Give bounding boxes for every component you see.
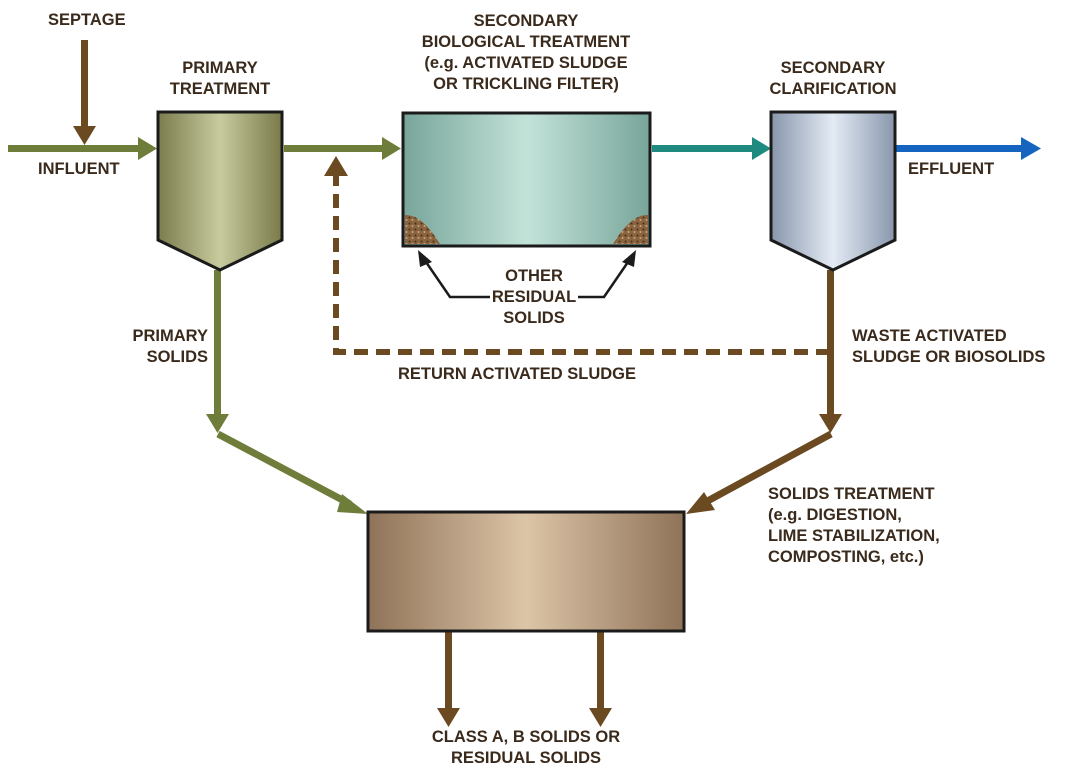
waste-activated-sludge-arrow: [686, 270, 842, 514]
septage-arrow: [73, 40, 96, 145]
residual-solids-pointer-left: [418, 250, 490, 299]
class-solids-arrow-right: [589, 632, 612, 727]
effluent-arrow: [895, 137, 1041, 160]
effluent-label: EFFLUENT: [908, 160, 995, 178]
secondary-clarification-label: SECONDARY CLARIFICATION: [769, 59, 897, 98]
primary-to-bio-arrow: [284, 137, 401, 160]
solids-treatment-label: SOLIDS TREATMENT (e.g. DIGESTION, LIME S…: [768, 485, 940, 566]
primary-treatment-tank: [156, 110, 284, 272]
septage-label: SEPTAGE: [48, 11, 126, 29]
secondary-biological-tank: [401, 111, 652, 248]
influent-arrow: [8, 137, 157, 160]
primary-solids-arrow: [206, 270, 368, 514]
return-activated-sludge-line: [324, 156, 830, 355]
waste-activated-sludge-label: WASTE ACTIVATED SLUDGE OR BIOSOLIDS: [852, 327, 1046, 366]
secondary-biological-label: SECONDARY BIOLOGICAL TREATMENT (e.g. ACT…: [421, 12, 631, 93]
class-solids-label: CLASS A, B SOLIDS OR RESIDUAL SOLIDS: [431, 728, 621, 767]
solids-treatment-tank: [366, 510, 686, 633]
sludge-deposit-left: [405, 214, 440, 244]
influent-label: INFLUENT: [38, 160, 120, 178]
other-residual-solids-label: OTHER RESIDUAL SOLIDS: [491, 267, 577, 327]
secondary-clarifier-tank: [769, 110, 897, 272]
return-activated-sludge-label: RETURN ACTIVATED SLUDGE: [398, 365, 637, 383]
bio-to-clarifier-arrow: [652, 137, 771, 160]
class-solids-arrow-left: [437, 632, 460, 727]
sludge-deposit-right: [613, 214, 648, 244]
residual-solids-pointer-right: [578, 250, 636, 299]
primary-treatment-label: PRIMARY TREATMENT: [169, 59, 271, 98]
primary-solids-label: PRIMARY SOLIDS: [132, 327, 208, 366]
